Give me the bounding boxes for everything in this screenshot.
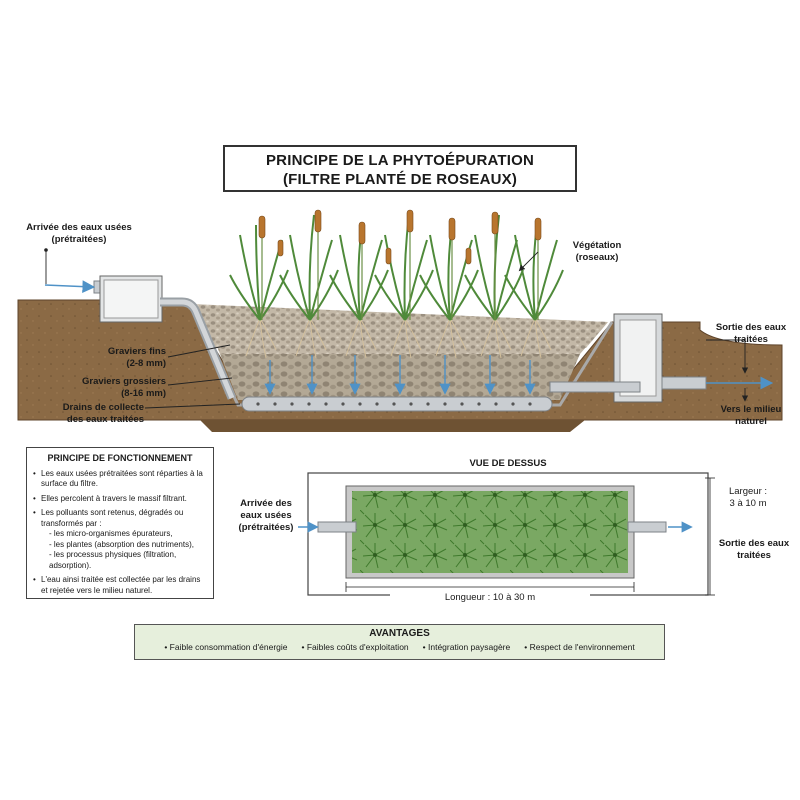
title-line-2: (FILTRE PLANTÉ DE ROSEAUX) <box>282 171 518 188</box>
discharge-label: Vers le milieu naturel <box>720 404 782 427</box>
reed-roots <box>245 317 552 359</box>
principle-list: Les eaux usées prétraitées sont répartie… <box>33 469 207 597</box>
drains-label: Drains de collecte des eaux traitées <box>62 402 144 425</box>
outlet-connection-pipe <box>549 381 641 393</box>
vegetation-label: Végétation (roseaux) <box>572 240 622 263</box>
title-line-1: PRINCIPE DE LA PHYTOÉPURATION <box>265 152 535 169</box>
percolation-arrows <box>264 355 536 395</box>
top-view-inlet-label: Arrivée des eaux usées (prétraitées) <box>238 498 294 533</box>
advantages-list: Faible consommation d'énergie Faibles co… <box>135 642 664 652</box>
principle-sub-item: - les plantes (absorption des nutriments… <box>49 539 194 549</box>
principle-bullet: Les polluants sont retenus, dégradés ou … <box>33 508 207 571</box>
advantage-item: Respect de l'environnement <box>524 642 635 652</box>
advantages-heading: AVANTAGES <box>369 628 430 639</box>
advantages-box: AVANTAGES Faible consommation d'énergie … <box>134 624 665 660</box>
reed-plants <box>229 209 564 321</box>
advantage-item: Faibles coûts d'exploitation <box>302 642 409 652</box>
principle-sub-item: - les micro-organismes épurateurs, <box>49 529 173 538</box>
principle-bullet: Elles percolent à travers le massif filt… <box>33 494 207 505</box>
advantage-item: Intégration paysagère <box>423 642 510 652</box>
top-view-outlet-pipe <box>627 521 667 533</box>
outlet-pipe <box>661 376 707 390</box>
principle-heading: PRINCIPE DE FONCTIONNEMENT <box>47 453 193 463</box>
outlet-label: Sortie des eaux traitées <box>715 322 787 345</box>
top-view-outlet-label: Sortie des eaux traitées <box>718 538 790 561</box>
principle-bullet: L'eau ainsi traitée est collectée par le… <box>33 575 207 596</box>
top-view-reed-bed <box>352 491 628 573</box>
principle-sub-item: - les processus physiques (filtration, a… <box>49 550 177 570</box>
principle-box: PRINCIPE DE FONCTIONNEMENT Les eaux usée… <box>26 447 214 599</box>
collection-drain-pipe <box>241 396 553 412</box>
principle-bullet: Les eaux usées prétraitées sont répartie… <box>33 469 207 490</box>
top-view-inlet-pipe <box>317 521 357 533</box>
width-dimension-label: Largeur : 3 à 10 m <box>728 486 768 509</box>
fine-gravel-label: Graviers fins (2-8 mm) <box>107 346 166 369</box>
top-view-heading: VUE DE DESSUS <box>469 458 547 469</box>
inlet-label: Arrivée des eaux usées (prétraitées) <box>26 222 132 245</box>
advantage-item: Faible consommation d'énergie <box>164 642 288 652</box>
coarse-gravel-label: Graviers grossiers (8-16 mm) <box>82 376 166 399</box>
length-dimension-label: Longueur : 10 à 30 m <box>390 592 590 604</box>
inlet-flow-arrow <box>44 280 96 293</box>
title-box: PRINCIPE DE LA PHYTOÉPURATION (FILTRE PL… <box>223 145 577 192</box>
